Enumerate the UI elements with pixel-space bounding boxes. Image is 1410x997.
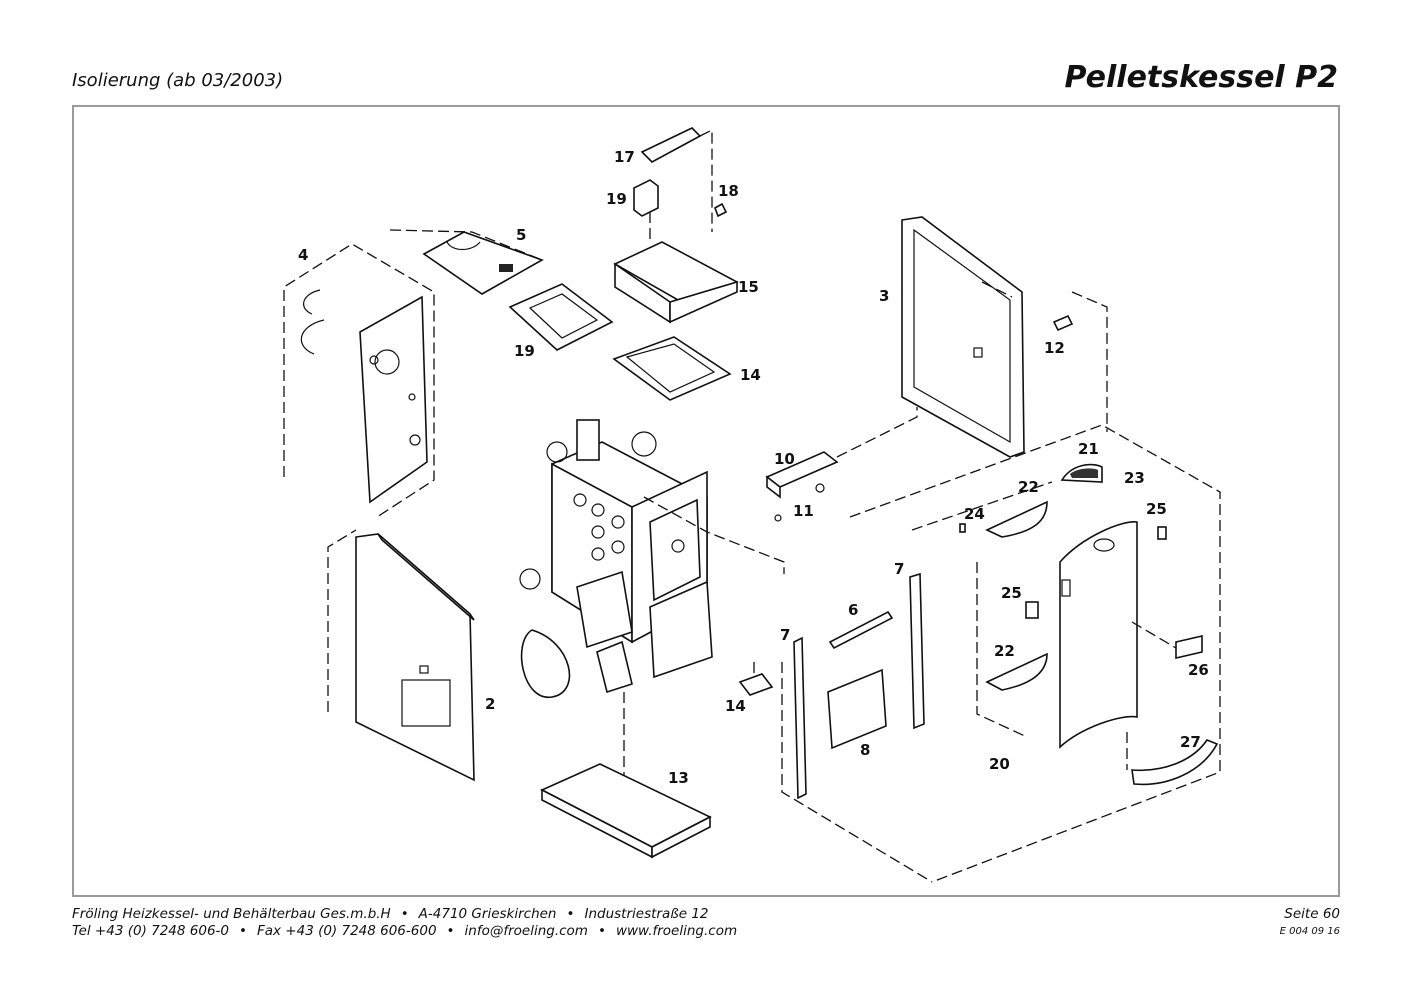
part-5-top-cover bbox=[389, 229, 544, 295]
part-2-front-panel bbox=[327, 529, 475, 782]
part-21-grille bbox=[1060, 463, 1103, 483]
part-3-side-frame bbox=[901, 216, 1025, 458]
part-label: 22 bbox=[1018, 478, 1039, 496]
part-label: 10 bbox=[774, 450, 795, 468]
part-10-bracket bbox=[765, 407, 918, 522]
part-label: 14 bbox=[725, 697, 746, 715]
part-label: 5 bbox=[516, 226, 526, 244]
part-19-bracket bbox=[633, 179, 659, 217]
part-7-left-rail bbox=[781, 636, 933, 883]
diagram-frame: 4 5 19 17 19 18 15 14 bbox=[72, 105, 1340, 897]
part-7-right-rail bbox=[909, 572, 925, 730]
part-label: 17 bbox=[614, 148, 635, 166]
page-subtitle: Isolierung (ab 03/2003) bbox=[72, 70, 284, 91]
part-label: 11 bbox=[793, 502, 814, 520]
footer-company: Fröling Heizkessel- und Behälterbau Ges.… bbox=[72, 906, 391, 922]
part-label: 4 bbox=[298, 246, 308, 264]
footer-street: Industriestraße 12 bbox=[584, 906, 709, 922]
part-label: 7 bbox=[894, 560, 904, 578]
boiler-body bbox=[519, 419, 785, 698]
part-22-lower-baffle bbox=[985, 652, 1048, 691]
part-label: 13 bbox=[668, 769, 689, 787]
part-label: 14 bbox=[740, 366, 761, 384]
part-13-clip bbox=[738, 662, 774, 696]
part-label: 15 bbox=[738, 278, 759, 296]
part-label: 27 bbox=[1180, 733, 1201, 751]
part-20-side-cover bbox=[849, 424, 1221, 883]
document-code: E 004 09 16 bbox=[1279, 926, 1340, 937]
part-25-knob-upper bbox=[1157, 526, 1167, 540]
part-17-lid-strip bbox=[640, 127, 713, 232]
footer-website[interactable]: www.froeling.com bbox=[615, 923, 738, 939]
part-26-label-plate bbox=[1131, 621, 1203, 660]
part-label: 25 bbox=[1001, 584, 1022, 602]
footer-city: A-4710 Grieskirchen bbox=[418, 906, 557, 922]
part-16-frame-plate bbox=[508, 283, 614, 351]
part-22-upper-baffle bbox=[985, 500, 1048, 538]
part-label: 26 bbox=[1188, 661, 1209, 679]
part-label: 2 bbox=[485, 695, 495, 713]
exploded-parts-diagram: 4 5 19 17 19 18 15 14 bbox=[283, 127, 1221, 883]
part-label: 19 bbox=[606, 190, 627, 208]
footer-address: Fröling Heizkessel- und Behälterbau Ges.… bbox=[72, 906, 738, 939]
part-label: 24 bbox=[964, 505, 985, 523]
part-label: 12 bbox=[1044, 339, 1065, 357]
part-label: 8 bbox=[860, 741, 870, 759]
part-label: 3 bbox=[879, 287, 889, 305]
part-27-curved-trim bbox=[1126, 732, 1219, 786]
part-24-pin bbox=[959, 523, 966, 533]
part-label: 19 bbox=[514, 342, 535, 360]
part-15-tray bbox=[613, 212, 739, 324]
footer-fax: Fax +43 (0) 7248 606-600 bbox=[256, 923, 437, 939]
part-label: 22 bbox=[994, 642, 1015, 660]
part-label: 23 bbox=[1124, 469, 1145, 487]
part-label: 18 bbox=[718, 182, 739, 200]
footer-email[interactable]: info@froeling.com bbox=[464, 923, 588, 939]
page-number: Seite 60 bbox=[1284, 906, 1340, 922]
page-title: Pelletskessel P2 bbox=[1064, 60, 1338, 95]
part-4-rear-panel bbox=[283, 243, 435, 518]
part-12-clip bbox=[1052, 291, 1108, 432]
part-label: 21 bbox=[1078, 440, 1099, 458]
part-14-tray-plate bbox=[612, 336, 732, 401]
part-18-clip bbox=[714, 202, 728, 218]
part-25-knob-lower bbox=[1025, 601, 1039, 619]
part-label: 6 bbox=[848, 601, 858, 619]
part-8-plate bbox=[827, 668, 887, 750]
footer-tel: Tel +43 (0) 7248 606-0 bbox=[72, 923, 229, 939]
part-label: 7 bbox=[780, 626, 790, 644]
part-9-ash-tray bbox=[540, 692, 712, 859]
part-6-strut bbox=[828, 610, 894, 650]
part-label: 25 bbox=[1146, 500, 1167, 518]
part-label: 20 bbox=[989, 755, 1010, 773]
